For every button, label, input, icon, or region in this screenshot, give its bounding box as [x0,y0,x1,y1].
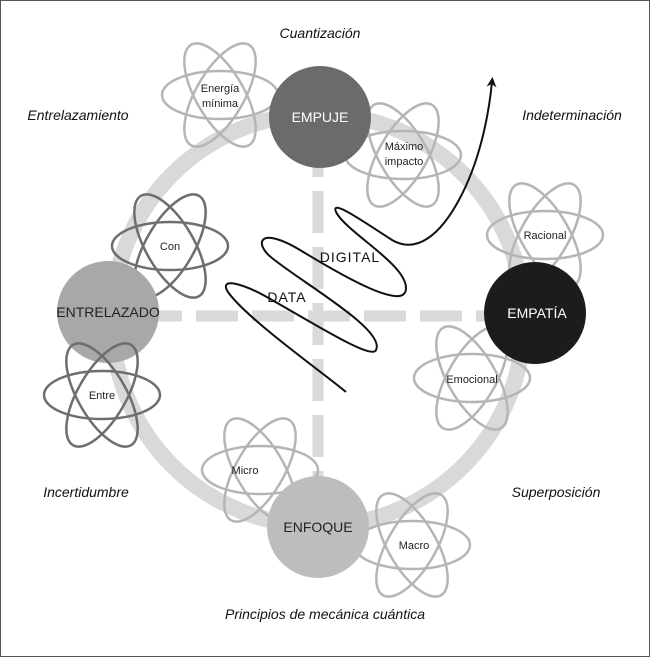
node-label-empuje: EMPUJE [292,109,349,125]
label-cuantizacion: Cuantización [280,25,361,41]
node-label-enfoque: ENFOQUE [283,519,352,535]
diagram-caption: Principios de mecánica cuántica [225,606,425,622]
node-empuje [269,66,371,168]
node-enfoque [267,476,369,578]
label-indeterminacion: Indeterminación [522,107,622,123]
atom-label-con: Con [160,241,180,253]
label-incertidumbre: Incertidumbre [43,484,129,500]
atom-label-micro: Micro [232,465,259,477]
wave-label-digital: DIGITAL [320,249,380,265]
atom-label-impacto: impacto [385,156,424,168]
wave-label-data: DATA [267,289,306,305]
atom-label-minima: mínima [202,98,239,110]
atom-label-emocional: Emocional [446,374,497,386]
atom-label-macro: Macro [399,540,430,552]
label-superposicion: Superposición [512,484,601,500]
atom-label-energia: Energía [201,83,240,95]
atom-label-racional: Racional [524,230,567,242]
dashed-cross [140,135,500,505]
atom-label-entre: Entre [89,390,115,402]
atom-label-maximo: Máximo [385,141,424,153]
atom-entre [42,342,162,448]
node-entrelazado [57,261,159,363]
node-label-empatia: EMPATÍA [507,305,567,321]
node-empatia [484,262,586,364]
label-entrelazamiento: Entrelazamiento [27,107,128,123]
wave-arrow [224,77,497,393]
atom-micro [200,417,320,523]
node-label-entrelazado: ENTRELAZADO [56,304,160,320]
